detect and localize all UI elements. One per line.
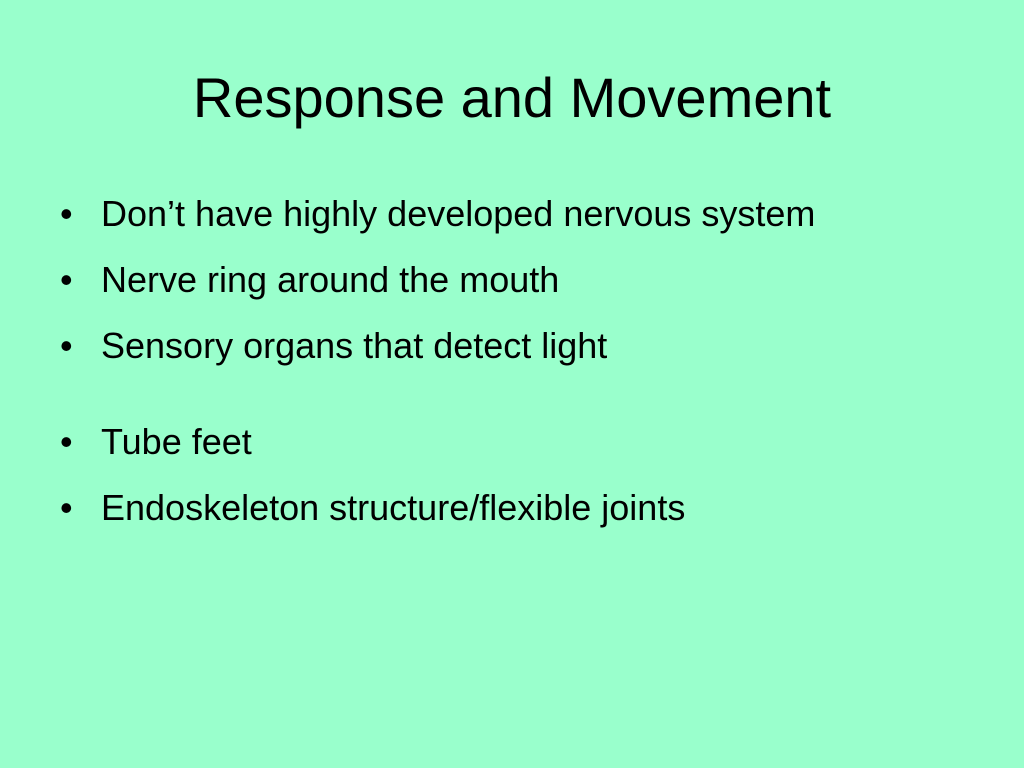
bullet-item: • Nerve ring around the mouth [60,256,960,304]
bullet-icon: • [60,421,73,462]
bullet-text: Tube feet [101,421,252,462]
bullet-item: • Sensory organs that detect light [60,322,960,370]
bullet-text: Don’t have highly developed nervous syst… [101,193,816,234]
bullet-text: Nerve ring around the mouth [101,259,560,300]
bullet-icon: • [60,487,73,528]
bullet-text: Endoskeleton structure/flexible joints [101,487,686,528]
bullet-item: • Endoskeleton structure/flexible joints [60,484,960,532]
bullet-list: • Don’t have highly developed nervous sy… [60,190,960,550]
bullet-text: Sensory organs that detect light [101,325,608,366]
bullet-item: • Tube feet [60,418,960,466]
bullet-item: • Don’t have highly developed nervous sy… [60,190,960,238]
bullet-icon: • [60,325,73,366]
bullet-icon: • [60,193,73,234]
bullet-icon: • [60,259,73,300]
slide-title: Response and Movement [192,66,832,129]
